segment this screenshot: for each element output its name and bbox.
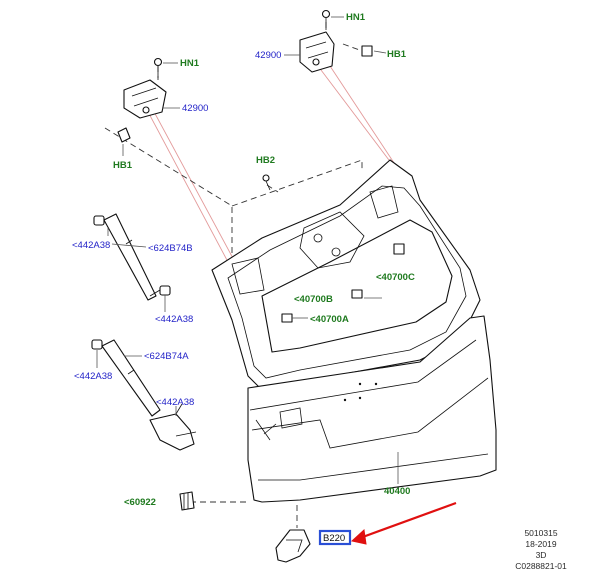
reference-block: 5010315 18-2019 3D C0288821-01 (515, 528, 567, 571)
highlight-arrow-head (350, 528, 367, 545)
lower-bracket (275, 529, 311, 563)
label-hn1-top: HN1 (346, 12, 366, 23)
tailgate-outer-panel (247, 315, 497, 503)
label-60922: <60922 (124, 497, 156, 508)
tailgate-inner-frame (211, 159, 481, 391)
upper-left-hinge (117, 57, 167, 143)
label-40700c: <40700C (376, 272, 415, 283)
highlight-annotation (318, 501, 457, 546)
gas-strut-lower (91, 339, 197, 451)
label-40700a: <40700A (310, 314, 349, 325)
label-40400: 40400 (384, 486, 410, 497)
label-624b74a: <624B74A (144, 351, 189, 362)
label-42900-top: 42900 (255, 50, 281, 61)
reference-line-3: 3D (536, 550, 547, 560)
label-442a38-a: <442A38 (72, 240, 110, 251)
label-hb1-left: HB1 (113, 160, 133, 171)
label-leaders (96, 16, 399, 484)
upper-right-hinge (299, 9, 373, 73)
label-40700b: <40700B (294, 294, 333, 305)
label-442a38-c: <442A38 (74, 371, 112, 382)
label-42900-left: 42900 (182, 103, 208, 114)
highlight-box (318, 529, 352, 546)
label-hb1-top: HB1 (387, 49, 407, 60)
label-442a38-b: <442A38 (155, 314, 193, 325)
label-b220: B220 (323, 533, 345, 544)
reference-line-4: C0288821-01 (515, 561, 567, 571)
gas-strut-upper (93, 213, 171, 301)
grommet-60922 (179, 491, 195, 511)
highlight-arrow-shaft (359, 501, 457, 540)
hb2-bolt (262, 174, 271, 191)
part-labels: HN1 HB1 42900 HN1 42900 HB1 HB2 <442A38 … (72, 12, 415, 544)
label-hn1-left: HN1 (180, 58, 200, 69)
label-442a38-d: <442A38 (156, 397, 194, 408)
label-hb2: HB2 (256, 155, 275, 166)
reference-line-2: 18-2019 (525, 539, 556, 549)
reference-line-1: 5010315 (524, 528, 557, 538)
label-624b74b: <624B74B (148, 243, 193, 254)
